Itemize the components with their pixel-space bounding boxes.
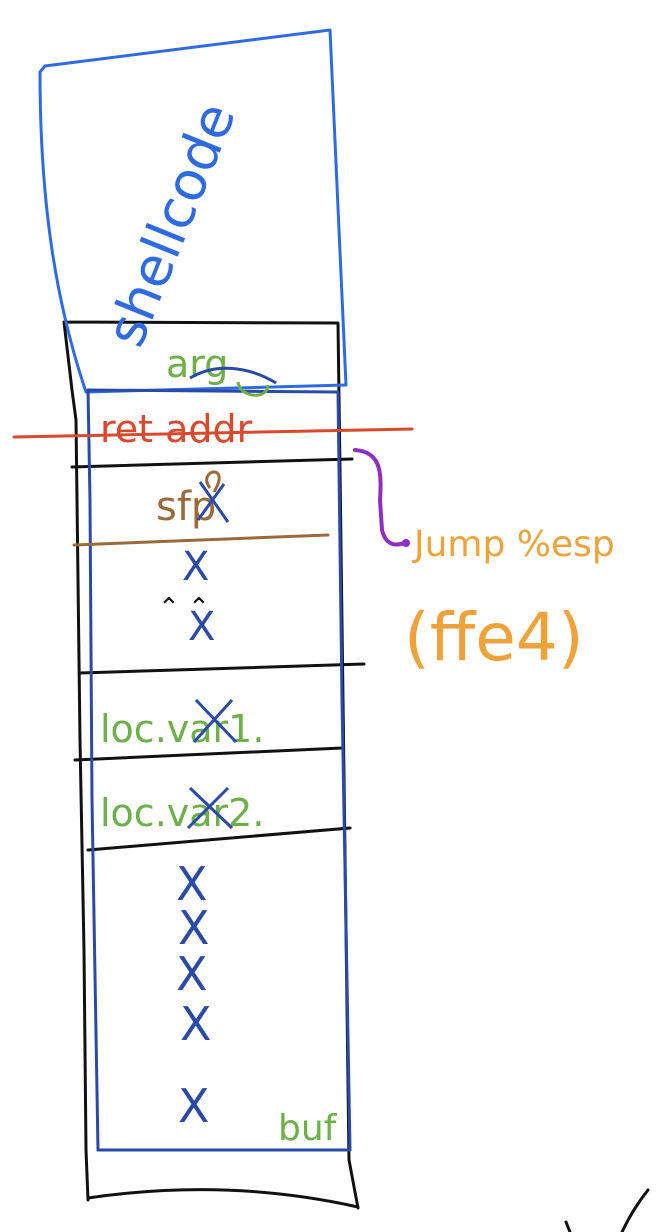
ret-addr-label: ret addr bbox=[100, 407, 253, 451]
jump-bracket-end bbox=[402, 539, 410, 547]
jump-bracket bbox=[353, 448, 406, 547]
jump-label: Jump %esp bbox=[412, 524, 615, 565]
shellcode-box bbox=[38, 28, 348, 394]
local-var-1-label: loc.var1. bbox=[100, 707, 264, 751]
sfp-underline bbox=[72, 533, 330, 547]
sfp-cross bbox=[196, 481, 230, 523]
jump-addr-label: (ffe4) bbox=[404, 599, 584, 676]
divider-locals bbox=[73, 746, 344, 762]
edge-stroke bbox=[564, 1188, 650, 1232]
buf-label: buf bbox=[278, 1108, 338, 1149]
divider-sfp-top bbox=[70, 457, 354, 469]
arg-loop bbox=[236, 381, 270, 397]
x-mark: X bbox=[178, 901, 210, 955]
ret-addr-strike bbox=[12, 427, 414, 439]
shellcode-label: shellcode bbox=[94, 94, 248, 355]
x-mark: X bbox=[182, 544, 209, 590]
local-var-1-cross bbox=[192, 698, 238, 744]
payload-box bbox=[86, 388, 352, 1152]
stack-outline bbox=[62, 320, 360, 1210]
local-var-2-label: loc.var2. bbox=[100, 791, 264, 835]
sfp-loop bbox=[205, 470, 221, 493]
divider-buf-top bbox=[86, 826, 352, 852]
x-mark: X bbox=[188, 604, 215, 650]
x-mark: X bbox=[176, 947, 208, 1001]
arg-label: arg bbox=[166, 342, 228, 386]
dots-label: ⌃ ⌃ bbox=[158, 593, 210, 623]
arg-strike bbox=[189, 366, 277, 385]
divider-frame bbox=[78, 662, 366, 675]
x-mark: X bbox=[178, 1079, 210, 1133]
x-mark: X bbox=[180, 997, 212, 1051]
local-var-2-cross bbox=[186, 786, 234, 830]
x-mark: X bbox=[176, 857, 208, 911]
